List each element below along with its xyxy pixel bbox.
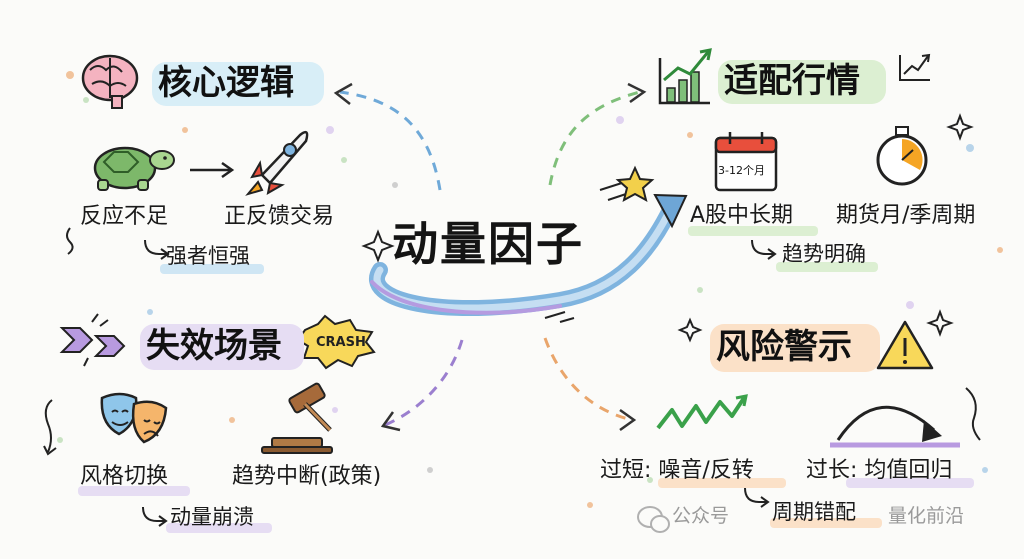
squiggle-icon	[66, 227, 74, 255]
result-highlight	[658, 478, 786, 488]
star-icon	[615, 165, 655, 202]
zigzag-icon	[656, 394, 748, 430]
result-highlight	[770, 518, 882, 528]
arc-arrow-icon	[830, 405, 960, 448]
center-swoosh-arrow	[369, 181, 688, 323]
logic-left-item: 反应不足	[80, 204, 169, 229]
curve-arrow-icon	[142, 506, 168, 527]
calendar-label: 3-12个月	[718, 164, 765, 177]
risk-result: 周期错配	[772, 500, 856, 524]
curve-arrow-icon	[965, 387, 981, 441]
rocket-icon	[245, 130, 309, 196]
sparkle-icon	[361, 113, 974, 343]
risk-left-item: 过短: 噪音/反转	[600, 458, 754, 483]
market-title-highlight	[718, 60, 886, 104]
result-highlight	[166, 523, 272, 533]
gavel-icon	[261, 382, 333, 454]
result-highlight	[846, 478, 974, 488]
crash-label: CRASH	[316, 335, 366, 350]
bar-chart-icon	[658, 48, 712, 105]
trend-up-icon	[899, 53, 931, 81]
right-arrow-icon	[190, 161, 235, 179]
turtle-icon	[93, 146, 175, 191]
logic-right-item: 正反馈交易	[224, 204, 335, 229]
watermark-prefix: 公众号	[672, 505, 730, 527]
failure-result: 动量崩溃	[170, 505, 254, 529]
theater-masks-icon	[100, 392, 168, 444]
risk-title: 风险警示	[716, 327, 852, 367]
logic-title: 核心逻辑	[158, 63, 294, 103]
logic-title-highlight	[152, 62, 324, 106]
brain-icon	[81, 54, 139, 109]
risk-title-highlight	[710, 324, 880, 372]
curve-arrow-icon	[43, 399, 57, 456]
curve-arrow-icon	[744, 487, 770, 508]
market-right-item: 期货月/季周期	[836, 203, 976, 228]
calendar-icon	[714, 132, 778, 192]
connector-to-risk	[543, 337, 637, 432]
market-left-item: A股中长期	[690, 203, 794, 228]
risk-right-item: 过长: 均值回归	[806, 458, 953, 483]
failure-right-item: 趋势中断(政策)	[232, 464, 382, 489]
market-title: 适配行情	[724, 61, 860, 101]
market-result: 趋势明确	[782, 242, 866, 266]
connector-to-logic	[333, 82, 442, 191]
connector-to-market	[548, 82, 647, 186]
logic-result: 强者恒强	[166, 244, 250, 268]
failure-left-item: 风格切换	[80, 464, 169, 489]
wechat-icon	[637, 506, 670, 533]
decorative-dots	[57, 71, 1003, 508]
result-highlight	[776, 262, 878, 272]
connector-to-failure	[380, 339, 464, 432]
curve-arrow-icon	[751, 239, 777, 260]
crash-badge	[296, 314, 376, 370]
center-title: 动量因子	[392, 217, 584, 271]
result-highlight	[160, 264, 264, 274]
warning-icon	[876, 320, 934, 370]
stopwatch-icon	[876, 126, 928, 186]
curve-arrow-icon	[144, 239, 170, 260]
result-highlight	[78, 486, 190, 496]
failure-title-highlight	[140, 324, 304, 370]
failure-title: 失效场景	[146, 326, 282, 366]
result-highlight	[688, 226, 818, 236]
crossed-arrows-icon	[59, 313, 126, 367]
watermark-name: 量化前沿	[888, 505, 965, 527]
